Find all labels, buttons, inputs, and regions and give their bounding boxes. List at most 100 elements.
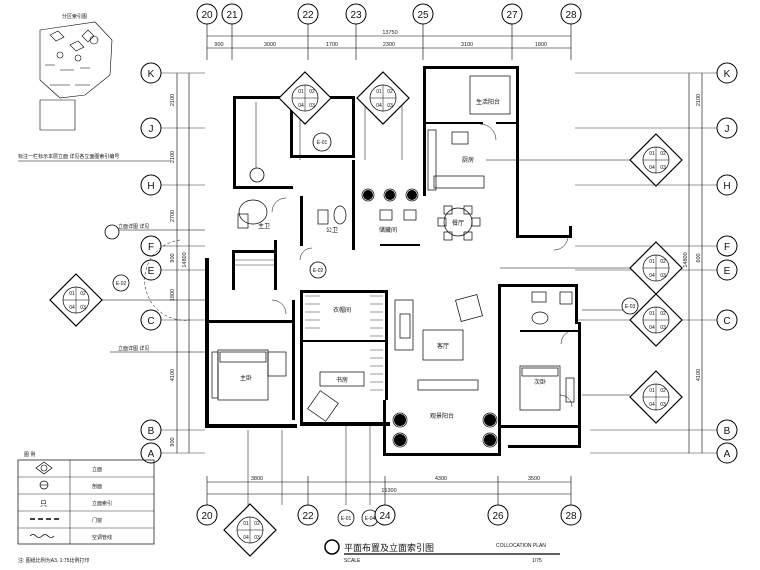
legend-item: 剖面 bbox=[92, 483, 102, 490]
dim-left-7: 900 bbox=[170, 437, 176, 446]
legend-symbol-section-icon bbox=[39, 480, 49, 490]
svg-text:01: 01 bbox=[243, 521, 249, 527]
elevation-tag: 01 02 04 03 bbox=[629, 133, 683, 187]
grid-label: 28 bbox=[565, 10, 577, 21]
room-label-dining: 餐厅 bbox=[452, 219, 464, 227]
room-label-cloak: 衣帽间 bbox=[333, 306, 351, 314]
dim-right-1: 2100 bbox=[696, 94, 702, 106]
svg-text:03: 03 bbox=[387, 103, 393, 109]
grid-row-label: C bbox=[723, 316, 730, 327]
svg-text:03: 03 bbox=[660, 165, 666, 171]
svg-text:04: 04 bbox=[649, 402, 655, 408]
dim-right-3: 4100 bbox=[696, 369, 702, 381]
legend-title: 图 例 bbox=[24, 451, 35, 458]
dim-left-total: 14800 bbox=[182, 252, 188, 267]
grid-bubble-22: 22 bbox=[297, 3, 319, 25]
dim-top-2: 3000 bbox=[264, 42, 276, 48]
door-swings bbox=[144, 123, 576, 408]
grid-row-label: K bbox=[724, 69, 731, 80]
furniture bbox=[211, 75, 575, 448]
left-dimension-chain bbox=[176, 73, 190, 453]
key-plan-note: 标注一栏标示本层立面 详见各立面图索引编号 bbox=[18, 153, 119, 160]
svg-text:02: 02 bbox=[660, 151, 666, 157]
grid-bubble-28: 28 bbox=[560, 3, 582, 25]
plan-title: 平面布置及立面索引图 bbox=[344, 542, 434, 554]
grid-row-label: F bbox=[148, 242, 154, 253]
grid-label: 24 bbox=[379, 511, 391, 522]
room-label-storage: 储藏间 bbox=[379, 226, 397, 234]
dim-left-2: 2100 bbox=[170, 151, 176, 163]
side-note-b: 立面详图 详见 bbox=[118, 345, 149, 352]
right-grid-bubbles: K J H F E C B A bbox=[716, 62, 738, 464]
top-grid-bubbles: 20 21 22 23 25 27 28 bbox=[196, 3, 582, 25]
plan-walls bbox=[205, 66, 581, 456]
svg-text:02: 02 bbox=[660, 311, 666, 317]
svg-text:04: 04 bbox=[649, 165, 655, 171]
grid-row-label: A bbox=[724, 449, 731, 460]
bottom-grid-bubbles: 20 22 24 26 28 bbox=[196, 504, 582, 526]
wall-hatching bbox=[233, 259, 383, 391]
svg-text:E-02: E-02 bbox=[313, 268, 324, 274]
dim-bottom-3: 3500 bbox=[528, 476, 540, 482]
grid-label: 21 bbox=[226, 10, 238, 21]
room-label-kitchen: 厨房 bbox=[462, 156, 474, 164]
left-grid-bubbles: K J H F E C B A bbox=[140, 62, 162, 464]
side-note-a: 立面详图 详见 bbox=[118, 223, 149, 230]
elevation-tags: 01 02 04 03 01 02 04 03 01 02 04 03 bbox=[49, 71, 683, 557]
legend-symbol-elevation-icon bbox=[35, 461, 53, 475]
dim-bottom-2: 4300 bbox=[435, 476, 447, 482]
plant-fills bbox=[363, 190, 496, 446]
grid-row-label: H bbox=[147, 181, 154, 192]
grid-label: 23 bbox=[350, 10, 362, 21]
dim-bottom-1: 3800 bbox=[251, 476, 263, 482]
leader-lines bbox=[100, 102, 630, 505]
grid-row-label: J bbox=[725, 124, 730, 135]
elevation-tag: 01 02 04 03 bbox=[49, 273, 103, 327]
grid-label: 26 bbox=[492, 511, 504, 522]
grid-label: 20 bbox=[201, 10, 213, 21]
legend-item: 空调管线 bbox=[92, 534, 112, 541]
dim-top-4: 2300 bbox=[383, 42, 395, 48]
elevation-tag: 01 02 04 03 bbox=[278, 71, 332, 125]
section-marker-labels: E-01 E-02 E-03 E-01 E-04 E-02 bbox=[116, 140, 636, 522]
elevation-tag: 01 02 04 03 bbox=[223, 503, 277, 557]
dim-left-3: 2700 bbox=[170, 210, 176, 222]
room-label-study: 书房 bbox=[336, 376, 348, 384]
grid-row-label: B bbox=[724, 426, 731, 437]
dim-right-2: 600 bbox=[696, 253, 702, 262]
svg-text:04: 04 bbox=[298, 103, 304, 109]
grid-label: 27 bbox=[506, 10, 518, 21]
svg-text:E-03: E-03 bbox=[625, 304, 636, 310]
grid-row-label: E bbox=[724, 266, 731, 277]
footer-note: 注: 图纸比例为A3, 1:75比例打印 bbox=[18, 557, 89, 564]
scale-label: SCALE bbox=[344, 558, 361, 564]
dim-top-5: 3100 bbox=[461, 42, 473, 48]
room-label-service: 生活阳台 bbox=[476, 98, 500, 106]
room-label-master: 主卧 bbox=[240, 374, 252, 382]
svg-text:04: 04 bbox=[69, 305, 75, 311]
room-label-bath2: 公卫 bbox=[326, 227, 338, 234]
svg-text:01: 01 bbox=[69, 291, 75, 297]
dim-left-5: 1800 bbox=[170, 289, 176, 301]
elevation-tag: 01 02 04 03 bbox=[629, 370, 683, 424]
dim-top-3: 1700 bbox=[326, 42, 338, 48]
dim-top-6: 1800 bbox=[535, 42, 547, 48]
svg-text:01: 01 bbox=[649, 259, 655, 265]
grid-row-label: F bbox=[724, 242, 730, 253]
svg-text:只: 只 bbox=[40, 500, 47, 508]
svg-text:01: 01 bbox=[376, 89, 382, 95]
room-label-balcony: 观景阳台 bbox=[430, 412, 454, 420]
svg-text:02: 02 bbox=[660, 259, 666, 265]
scale-value: 1/75 bbox=[532, 558, 542, 564]
svg-text:02: 02 bbox=[309, 89, 315, 95]
title-block: 平面布置及立面索引图 SCALE COLLOCATION PLAN 1/75 bbox=[324, 539, 560, 564]
grid-row-label: C bbox=[147, 316, 154, 327]
dim-bottom-total: 15300 bbox=[381, 488, 396, 494]
dim-right-total: 14800 bbox=[683, 252, 689, 267]
svg-text:04: 04 bbox=[376, 103, 382, 109]
svg-text:02: 02 bbox=[387, 89, 393, 95]
legend-item: 立面索引 bbox=[92, 500, 112, 507]
grid-label: 22 bbox=[302, 511, 314, 522]
room-label-living: 客厅 bbox=[437, 342, 449, 350]
